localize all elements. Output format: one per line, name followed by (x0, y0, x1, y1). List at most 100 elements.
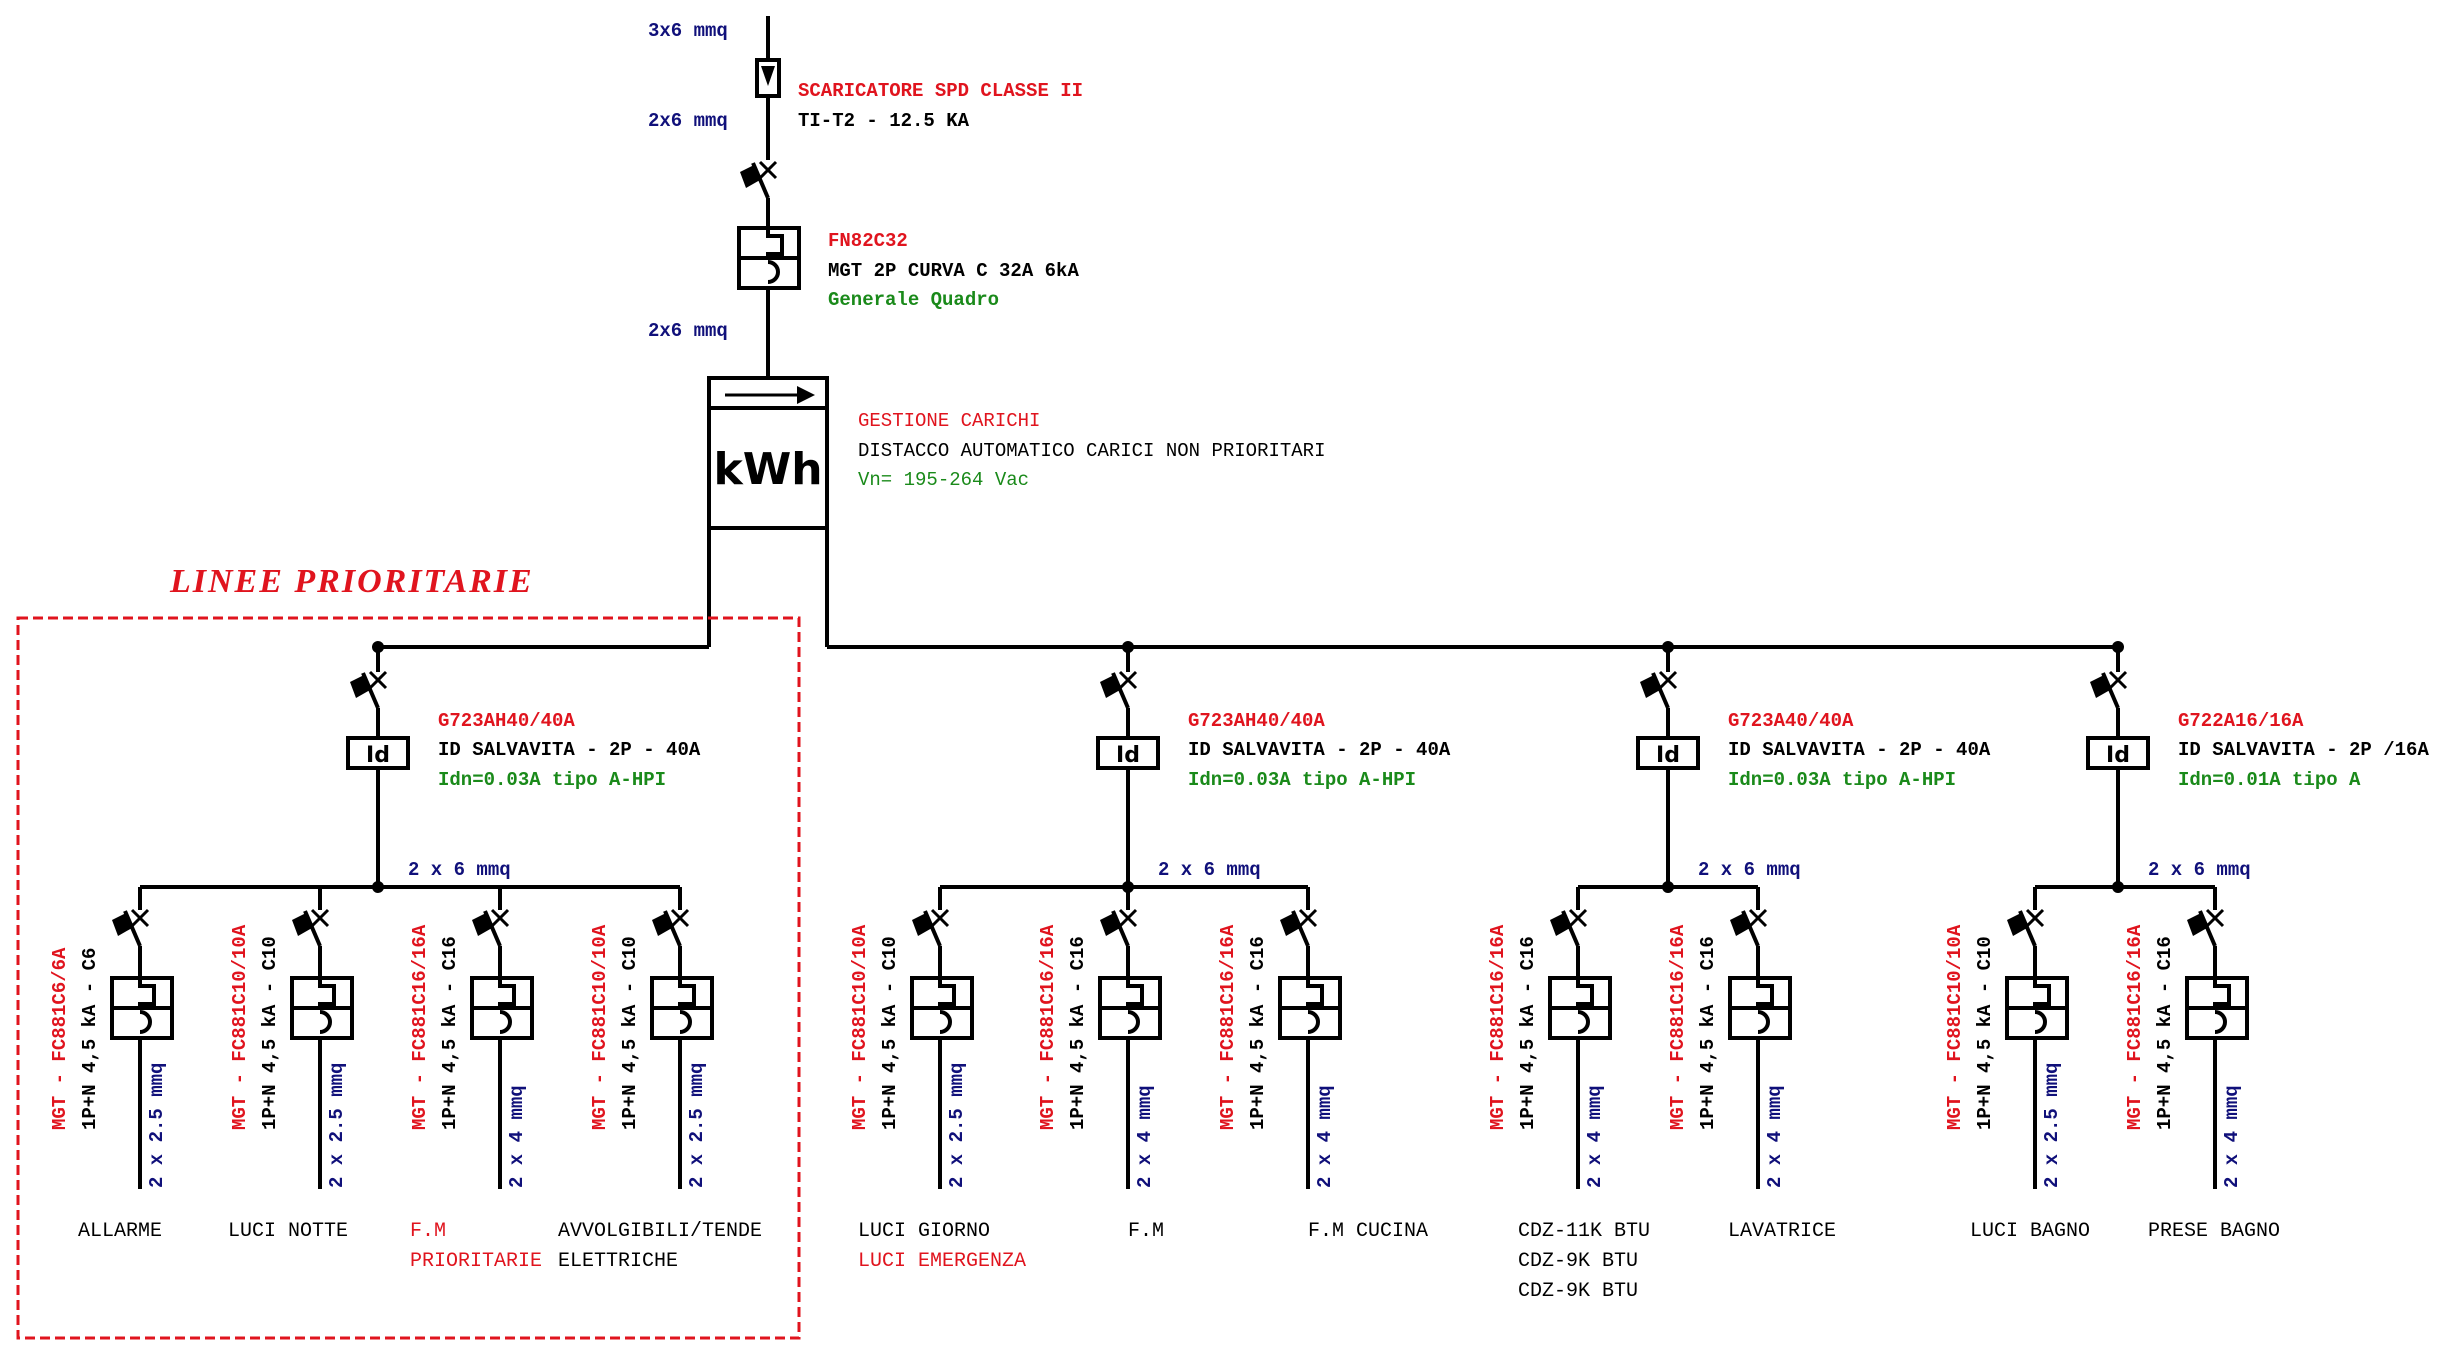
load-label: CDZ-9K BTU (1518, 1250, 1638, 1273)
circuit-breaker-spec: 1P+N 4,5 kA - C10 (1974, 936, 1996, 1130)
circuit-breaker-code: MGT - FC881C16/16A (2124, 924, 2146, 1130)
switch-disconnector-icon (472, 908, 510, 947)
load-label: LUCI NOTTE (228, 1220, 348, 1243)
switch-disconnector-icon (2090, 670, 2128, 709)
main-breaker-code: FN82C32 (828, 230, 908, 252)
spd-spec: TI-T2 - 12.5 KA (798, 110, 970, 132)
circuit-cable-label: 2 x 4 mmq (1314, 1085, 1336, 1188)
mcb-breaker-icon (1278, 976, 1342, 1040)
circuit-cable-label: 2 x 4 mmq (2221, 1085, 2243, 1188)
load-label: PRIORITARIE (410, 1250, 542, 1273)
group-cable-label: 2 x 6 mmq (2148, 859, 2251, 881)
thermal-trip-symbol (499, 1010, 512, 1034)
switch-x-mark (1568, 908, 1588, 928)
thermal-trip-symbol (319, 1010, 332, 1034)
priority-lines-frame (16, 616, 801, 1340)
load-label: ELETTRICHE (558, 1250, 678, 1273)
main-breaker-spec: MGT 2P CURVA C 32A 6kA (828, 260, 1079, 282)
switch-disconnector-icon (1100, 670, 1138, 709)
circuit-breaker-spec: 1P+N 4,5 kA - C16 (1067, 936, 1089, 1130)
load-label: LUCI EMERGENZA (858, 1250, 1026, 1273)
switch-handle (652, 913, 672, 936)
circuit-breaker-code: MGT - FC881C16/16A (1037, 924, 1059, 1130)
thermal-trip-symbol (2214, 1010, 2227, 1034)
switch-handle (1100, 675, 1120, 698)
switch-disconnector-icon (1100, 908, 1138, 947)
switch-x-mark (2025, 908, 2045, 928)
circuit-breaker-code: MGT - FC881C16/16A (409, 924, 431, 1130)
thermal-trip-symbol (939, 1010, 952, 1034)
magnetic-trip-symbol (2213, 978, 2231, 1008)
load-manager-spec: DISTACCO AUTOMATICO CARICI NON PRIORITAR… (858, 440, 1325, 462)
rcd-note: Idn=0.03A tipo A-HPI (1188, 769, 1416, 791)
main-breaker-note: Generale Quadro (828, 289, 999, 311)
rcd-spec: ID SALVAVITA - 2P - 40A (1188, 739, 1451, 761)
thermal-trip-symbol (1757, 1010, 1770, 1034)
group-cable-label: 2 x 6 mmq (1158, 859, 1261, 881)
main-switch-icon (740, 160, 778, 228)
thermal-trip-symbol (679, 1010, 692, 1034)
rcd-symbol: Id (1656, 743, 1680, 768)
mcb-breaker-icon (1548, 976, 1612, 1040)
switch-disconnector-icon (652, 908, 690, 947)
rcd-code: G722A16/16A (2178, 710, 2304, 732)
switch-disconnector-icon (112, 908, 150, 947)
rcd-code: G723A40/40A (1728, 710, 1854, 732)
main-breaker-cable-label: 2x6 mmq (648, 320, 728, 342)
rcd-note: Idn=0.01A tipo A (2178, 769, 2361, 791)
sub-bus-junction-dot (1662, 881, 1674, 893)
priority-lines-title: LINEE PRIORITARIE (169, 563, 534, 600)
thermal-trip-symbol (2034, 1010, 2047, 1034)
rcd-id-box-icon (1096, 736, 1160, 770)
sub-bus-junction-dot (372, 881, 384, 893)
magnetic-trip-symbol (938, 978, 956, 1008)
magnetic-trip-symbol (1576, 978, 1594, 1008)
circuit-breaker-code: MGT - FC881C10/10A (589, 924, 611, 1130)
circuit-breaker-spec: 1P+N 4,5 kA - C16 (2154, 936, 2176, 1130)
load-label: ALLARME (78, 1220, 162, 1243)
group-cable-label: 2 x 6 mmq (1698, 859, 1801, 881)
rcd-symbol: Id (1116, 743, 1140, 768)
magnetic-trip-symbol (1306, 978, 1324, 1008)
rcd-spec: ID SALVAVITA - 2P - 40A (1728, 739, 1991, 761)
switch-x-mark (1748, 908, 1768, 928)
switch-disconnector-icon (1730, 908, 1768, 947)
magnetic-trip-symbol (498, 978, 516, 1008)
circuit-breaker-spec: 1P+N 4,5 kA - C16 (1247, 936, 1269, 1130)
load-label: F.M CUCINA (1308, 1220, 1428, 1243)
mcb-breaker-icon (1728, 976, 1792, 1040)
switch-handle (1280, 913, 1300, 936)
switch-x-mark (130, 908, 150, 928)
group-cable-label: 2 x 6 mmq (408, 859, 511, 881)
rcd-spec: ID SALVAVITA - 2P /16A (2178, 739, 2429, 761)
thermal-trip-symbol (1127, 1010, 1140, 1034)
switch-x-mark (1298, 908, 1318, 928)
load-label: CDZ-11K BTU (1518, 1220, 1650, 1243)
switch-handle (292, 913, 312, 936)
branch-circuit: MGT - FC881C16/16A 1P+N 4,5 kA - C16 2 x 4… (2124, 887, 2280, 1243)
circuit-cable-label: 2 x 4 mmq (1584, 1085, 1606, 1188)
switch-disconnector-icon (292, 908, 330, 947)
switch-handle (1640, 675, 1660, 698)
switch-handle (2090, 675, 2110, 698)
thermal-trip-symbol (1307, 1010, 1320, 1034)
switch-x-mark (490, 908, 510, 928)
circuit-cable-label: 2 x 2.5 mmq (946, 1063, 968, 1188)
switch-disconnector-icon (1280, 908, 1318, 947)
circuit-breaker-code: MGT - FC881C16/16A (1667, 924, 1689, 1130)
switch-handle (1100, 913, 1120, 936)
kwh-symbol: kWh (713, 444, 822, 495)
magnetic-trip-symbol (138, 978, 156, 1008)
incoming-cable-label: 3x6 mmq (648, 20, 728, 42)
load-label: PRESE BAGNO (2148, 1220, 2280, 1243)
